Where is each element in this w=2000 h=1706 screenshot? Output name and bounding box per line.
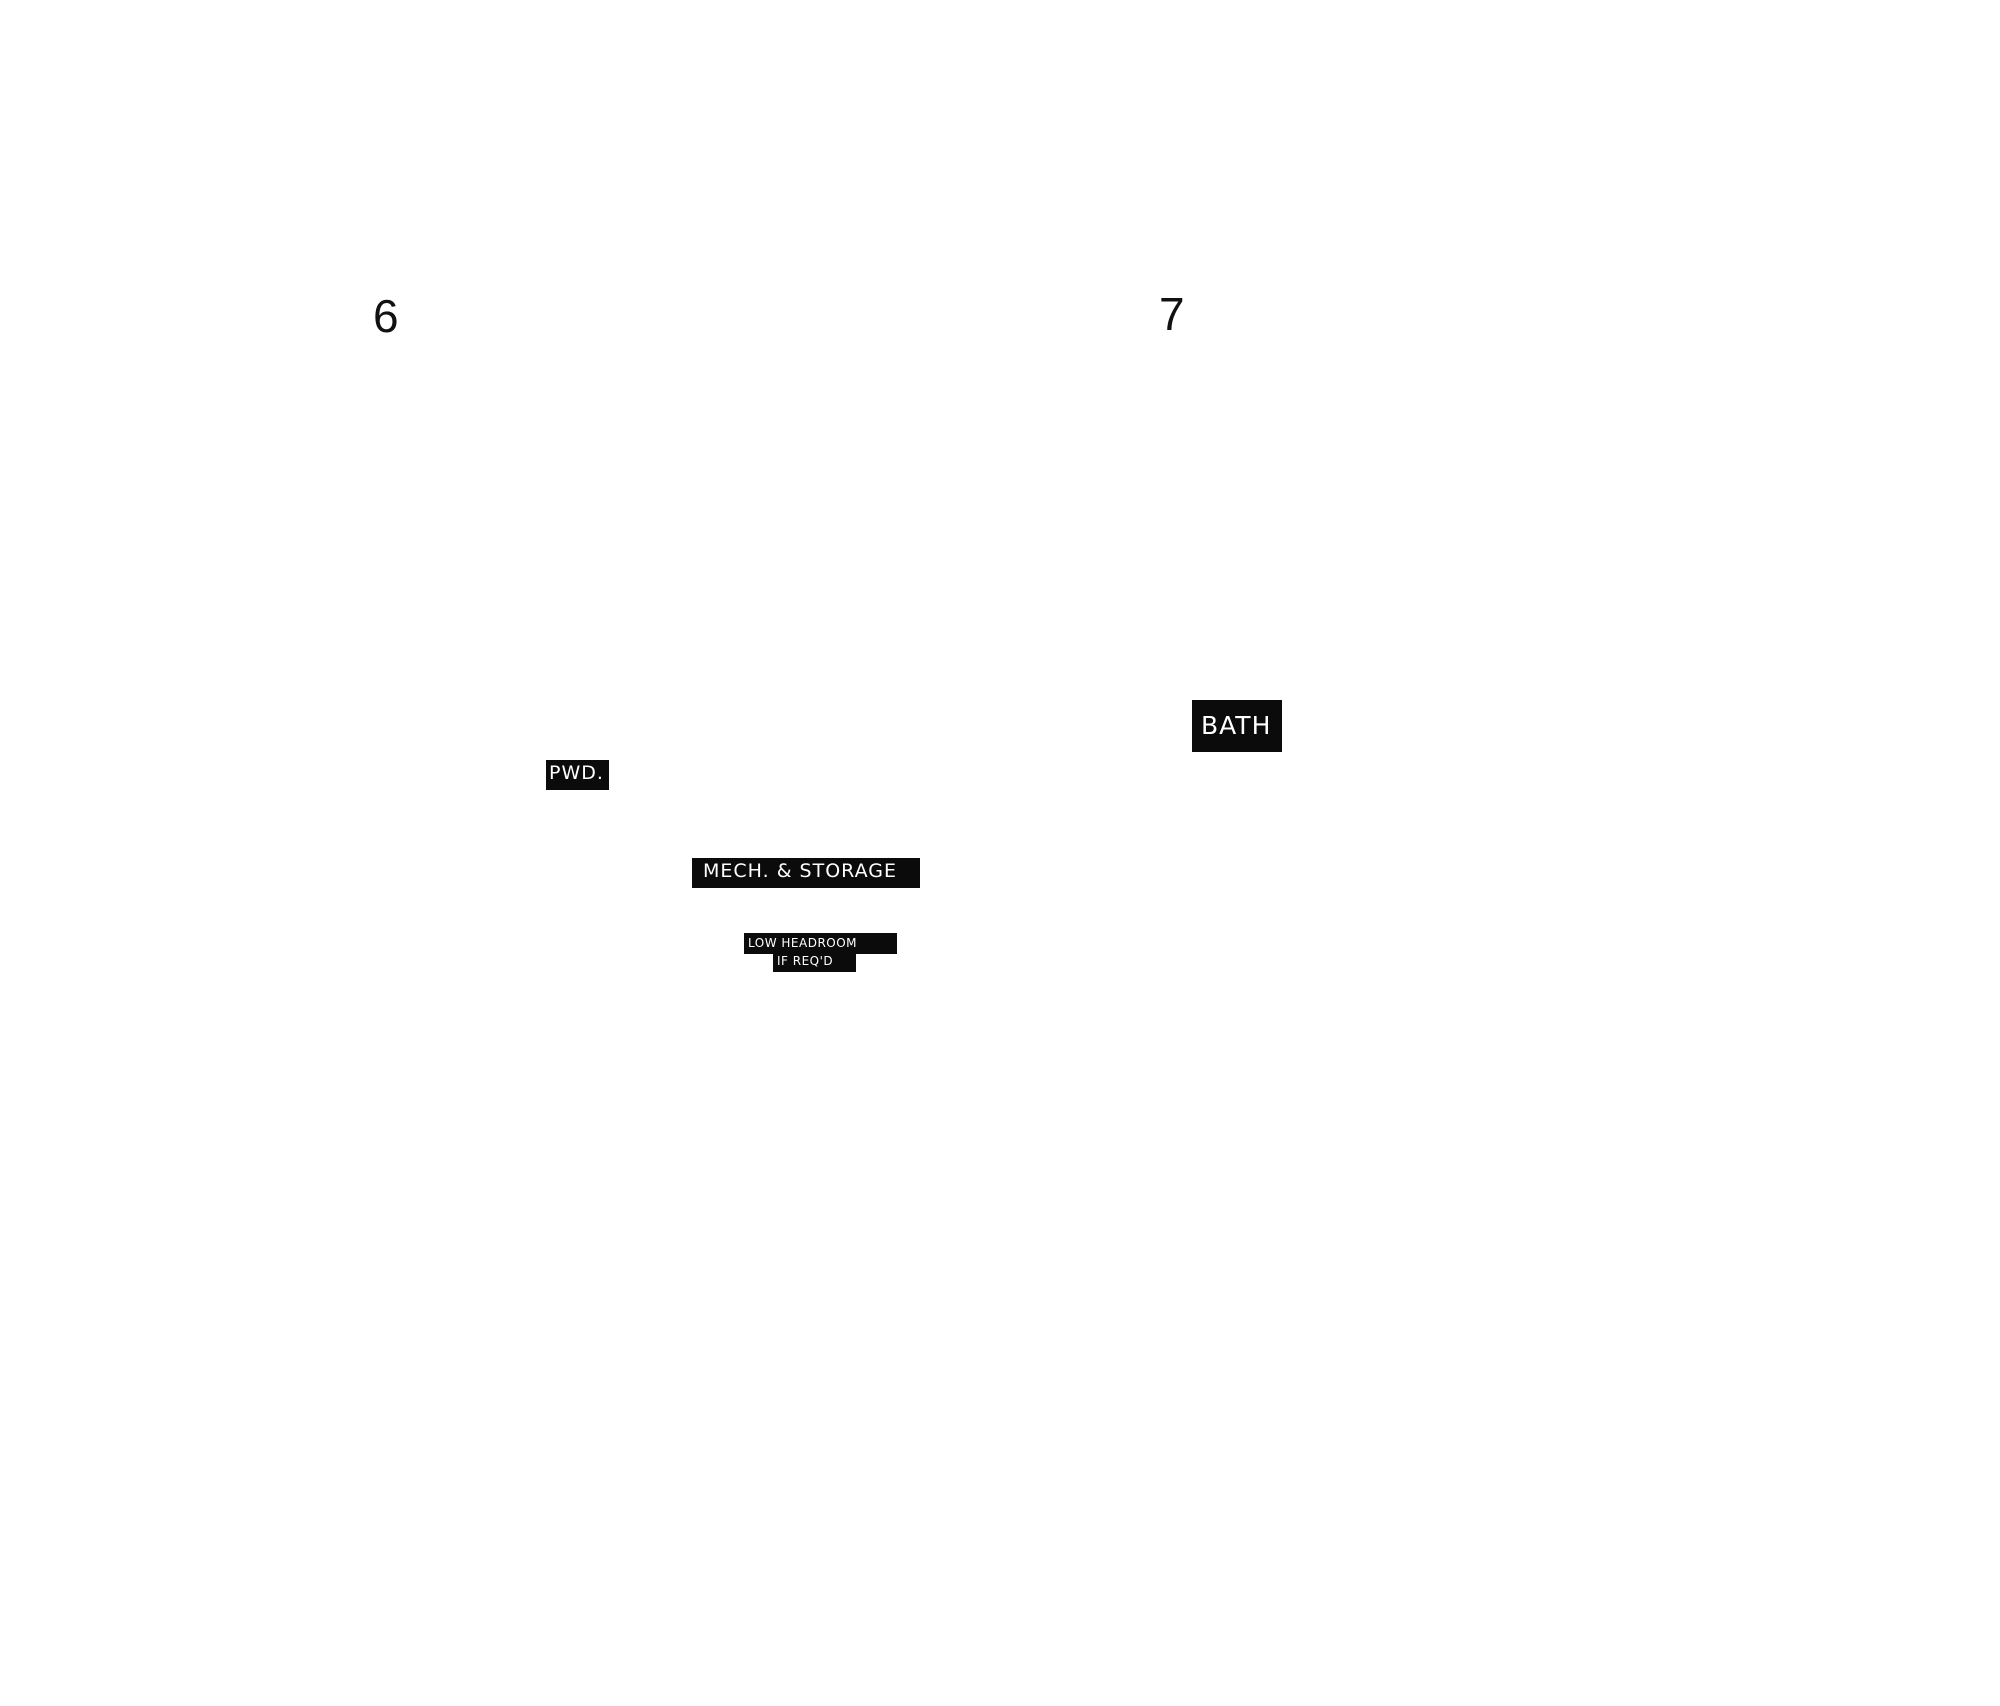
room-label-mech-storage: MECH. & STORAGE [692,858,920,888]
room-label-powder: PWD. [546,760,609,790]
note-if-required: IF REQ'D [773,952,856,972]
note-low-headroom: LOW HEADROOM [744,933,897,954]
sheet-number-7: 7 [1159,288,1185,340]
room-label-bath: BATH [1192,700,1282,752]
sheet-number-6: 6 [373,290,399,342]
